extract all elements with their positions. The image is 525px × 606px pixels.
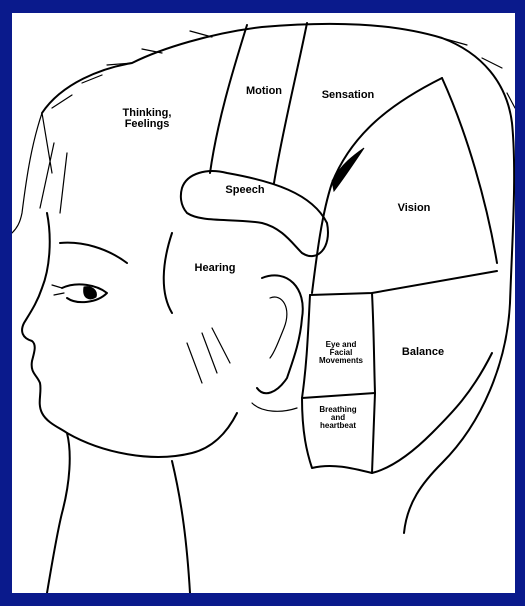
boundary-motion-right [274, 23, 307, 183]
label-balance: Balance [388, 347, 458, 358]
face-profile [22, 213, 70, 593]
skull-outline [42, 24, 514, 533]
boundary-sensation-vision [312, 78, 442, 293]
eyebrow [60, 243, 127, 263]
label-breathing-heartbeat: Breathing and heartbeat [304, 406, 372, 430]
hair-near-ear [187, 328, 297, 411]
boundary-breathing-top [302, 393, 375, 398]
ear-inner [270, 297, 287, 358]
boundary-motion-left [210, 25, 247, 173]
label-eye-facial-movements: Eye and Facial Movements [310, 341, 372, 365]
label-motion: Motion [234, 86, 294, 97]
eyelashes [52, 285, 64, 295]
label-thinking-feelings: Thinking, Feelings [102, 108, 192, 130]
label-vision: Vision [384, 203, 444, 214]
boundary-eye-top [310, 271, 497, 295]
head-profile-illustration [12, 13, 515, 593]
boundary-balance-bottom [372, 353, 492, 473]
pupil [84, 287, 97, 299]
neck [172, 461, 190, 593]
boundary-hearing [164, 233, 172, 313]
diagram-panel: Thinking, Feelings Motion Sensation Spee… [12, 13, 515, 593]
ear [257, 275, 303, 393]
label-hearing: Hearing [180, 263, 250, 274]
boundary-vision-top [442, 78, 497, 263]
label-sensation: Sensation [308, 90, 388, 101]
jaw-line [67, 413, 237, 457]
label-speech: Speech [210, 185, 280, 196]
hair-fringe [12, 113, 67, 233]
boundary-eye-right [372, 293, 375, 393]
